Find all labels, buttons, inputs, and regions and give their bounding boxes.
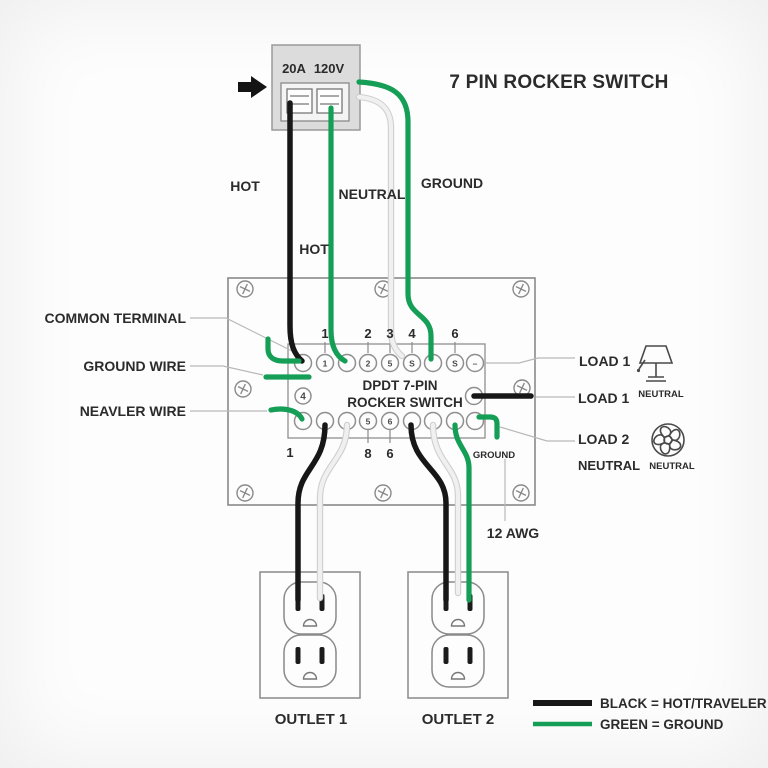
neutral-wire-white (356, 94, 405, 359)
legend-black-label: BLACK = HOT/TRAVELER (600, 696, 767, 711)
pin-ticks (324, 342, 456, 443)
outlet2-black-wire (408, 422, 449, 603)
outlet-2 (407, 571, 509, 699)
terminal-glyph: 1 (323, 359, 328, 369)
terminal (402, 353, 422, 373)
terminal-glyph: S (452, 359, 458, 369)
outlet-wires (295, 421, 472, 603)
neutral-label: NEUTRAL (339, 186, 406, 202)
awg-label: 12 AWG (487, 525, 539, 541)
switch-name-line2: ROCKER SWITCH (347, 395, 463, 410)
switch-plate (190, 277, 575, 521)
ground-terminal-label: GROUND (473, 450, 515, 461)
breaker-panel (238, 44, 361, 131)
terminal-glyph: 6 (388, 417, 393, 427)
outlet1-label: OUTLET 1 (275, 711, 348, 728)
terminal (380, 353, 400, 373)
load2-neutral-label: NEUTRAL (578, 458, 640, 473)
hot2-label: HOT (299, 241, 329, 257)
terminal (358, 411, 378, 431)
terminal-glyph: 5 (388, 359, 393, 369)
plate-jumpers (263, 336, 534, 440)
pin-number: 6 (386, 446, 393, 461)
outlet1-white-wire (317, 422, 350, 601)
pin-number: 6 (451, 326, 458, 341)
fan-icon (651, 423, 685, 457)
switch-body-outline (287, 343, 486, 439)
lamp-icon (636, 345, 674, 382)
ground-wire-label: GROUND WIRE (83, 358, 186, 374)
arrow-right-icon (238, 76, 267, 98)
pin-number: 4 (408, 326, 416, 341)
circled-4-glyph: 4 (300, 392, 306, 403)
pin-number: 8 (364, 446, 371, 461)
terminal-glyph: S (409, 359, 415, 369)
terminal-glyph: 2 (366, 359, 371, 369)
ground-wire-green (328, 105, 348, 364)
terminal (315, 353, 335, 373)
page-title: 7 PIN ROCKER SWITCH (449, 72, 668, 93)
ground-wire-green (356, 79, 434, 362)
terminal (380, 411, 400, 431)
hot-label: HOT (230, 178, 260, 194)
terminal-glyph: – (473, 359, 478, 369)
ground-label: GROUND (421, 175, 483, 191)
outlet2-receptacle-bottom (431, 634, 485, 688)
neavler-green-jumper (268, 406, 305, 422)
outlet2-label: OUTLET 2 (422, 711, 495, 728)
switch-name-line1: DPDT 7-PIN (362, 378, 437, 393)
terminal-circled-4 (294, 387, 312, 405)
labels: 7 PIN ROCKER SWITCH 20A 120V HOT NEUTRAL… (44, 61, 766, 732)
load1-mid-label: LOAD 1 (578, 390, 630, 406)
outlet1-receptacle-bottom (283, 634, 337, 688)
terminal (358, 353, 378, 373)
pin-number: 3 (386, 326, 393, 341)
neavler-wire-label: NEAVLER WIRE (80, 403, 186, 419)
ground-stub (476, 414, 500, 440)
outlet2-white-wire (430, 422, 461, 596)
pin-number: 1 (286, 445, 293, 460)
load1-top-label: LOAD 1 (579, 353, 631, 369)
lamp-neutral-label: NEUTRAL (638, 389, 684, 400)
outlet1-receptacle-top (283, 581, 337, 635)
terminal-glyphs: 1 2 5 S S – 5 6 4 (300, 359, 477, 427)
leader-lines (190, 317, 575, 521)
terminal (445, 353, 465, 373)
screw-icon (234, 280, 531, 502)
outlet1-black-wire (295, 422, 328, 603)
terminal-row-bottom (293, 411, 485, 431)
terminal (465, 353, 485, 373)
common-terminal-label: COMMON TERMINAL (44, 310, 186, 326)
legend-green-label: GREEN = GROUND (600, 717, 724, 732)
pin-number: 1 (321, 326, 328, 341)
pin-numbers: 1 2 3 4 6 1 8 6 (286, 326, 458, 461)
outlet-1 (259, 571, 361, 699)
legend (533, 700, 592, 727)
common-green-jumper (265, 336, 302, 364)
fan-neutral-label: NEUTRAL (649, 461, 695, 472)
breaker-volts-label: 120V (314, 61, 345, 76)
terminal-glyph: 5 (366, 417, 371, 427)
load2-label: LOAD 2 (578, 431, 630, 447)
plate-outline (227, 277, 536, 506)
breaker-amps-label: 20A (282, 61, 306, 76)
pin-number: 2 (364, 326, 371, 341)
outlet2-green-wire (452, 422, 472, 603)
